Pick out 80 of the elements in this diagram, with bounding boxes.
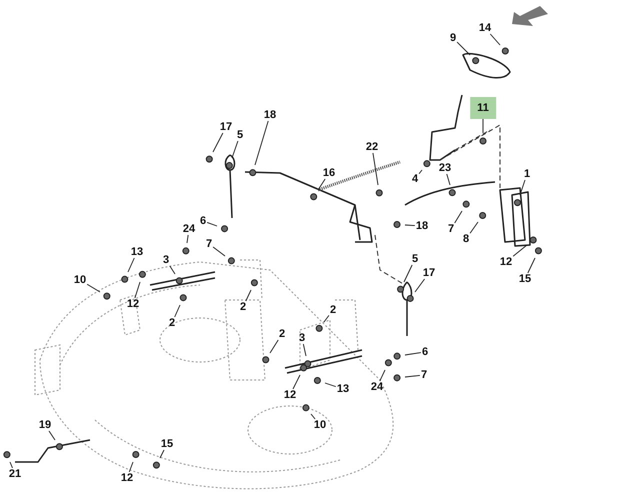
callout-number: 18: [414, 220, 430, 232]
callout-number: 13: [336, 383, 350, 395]
leader-line: [212, 246, 226, 256]
leader-line: [128, 462, 134, 472]
callout-number: 3: [162, 254, 170, 266]
leader-line: [310, 414, 316, 420]
leader-line: [414, 278, 426, 292]
leader-line: [128, 258, 135, 272]
callout-number: 10: [72, 274, 88, 286]
callout-number: 13: [130, 246, 144, 258]
leader-line: [302, 344, 306, 356]
leader-line: [10, 462, 13, 468]
callout-number: 16: [322, 167, 336, 179]
callout-number: 7: [204, 238, 214, 250]
callout-number: 12: [126, 298, 140, 310]
leader-line: [512, 244, 528, 257]
leader-line: [186, 234, 189, 244]
leader-line: [527, 258, 536, 274]
callout-number: 24: [370, 381, 384, 393]
callout-number: 7: [420, 369, 428, 381]
leader-line: [404, 374, 420, 378]
leader-line: [404, 352, 422, 356]
leader-line: [418, 170, 422, 174]
leader-line: [372, 152, 378, 186]
leader-line: [206, 222, 218, 226]
callout-number: 5: [410, 253, 420, 265]
leader-line: [379, 370, 386, 382]
leader-line: [490, 34, 500, 46]
leader-line: [292, 374, 300, 390]
leader-line: [456, 42, 470, 56]
callout-number: 17: [422, 267, 436, 279]
leader-line: [520, 180, 526, 196]
leader-line: [404, 224, 416, 226]
leader-line: [232, 140, 238, 158]
leader-line: [169, 266, 176, 274]
callout-number: 6: [198, 215, 208, 227]
callout-number: 2: [278, 328, 286, 340]
callout-number: 21: [8, 468, 22, 480]
callout-number: 5: [236, 129, 244, 141]
leader-line: [482, 118, 484, 134]
callout-number: 1: [522, 168, 532, 180]
callout-number: 12: [120, 472, 134, 484]
leader-line: [212, 132, 224, 152]
callout-number: 2: [168, 317, 176, 329]
leader-line: [324, 382, 336, 388]
leader-line: [134, 282, 140, 298]
callout-number: 8: [462, 233, 470, 245]
callout-number: 3: [298, 332, 306, 344]
leader-line: [174, 304, 180, 318]
callout-number: 4: [410, 173, 420, 185]
leader-line: [404, 264, 413, 282]
callout-number: 10: [312, 419, 328, 431]
callout-number: 6: [420, 346, 430, 358]
leader-line: [48, 430, 56, 440]
callout-number: 15: [160, 438, 174, 450]
callout-number: 7: [446, 223, 456, 235]
callout-number: 24: [182, 223, 196, 235]
callout-number: 23: [438, 162, 452, 174]
leader-line: [270, 340, 279, 354]
leader-line: [446, 174, 450, 186]
callout-number: 9: [448, 32, 458, 44]
leader-line: [254, 120, 269, 166]
callout-number: 19: [38, 419, 52, 431]
leader-line: [160, 450, 164, 458]
callout-number: 2: [238, 301, 248, 313]
leader-line: [470, 222, 478, 234]
callout-number: 2: [328, 304, 338, 316]
leader-line: [245, 290, 252, 302]
leader-line: [318, 178, 326, 190]
callout-number: 12: [282, 389, 298, 401]
callout-number: 15: [518, 273, 532, 285]
leader-line: [86, 284, 100, 292]
leader-line: [454, 210, 462, 224]
callout-number: 18: [262, 109, 278, 121]
callout-number: 12: [498, 256, 514, 268]
leader-line: [324, 314, 330, 322]
callout-number: 17: [218, 121, 234, 133]
callout-number: 14: [478, 22, 492, 34]
highlighted-callout-number: 11: [470, 97, 496, 119]
callout-number: 22: [364, 141, 380, 153]
